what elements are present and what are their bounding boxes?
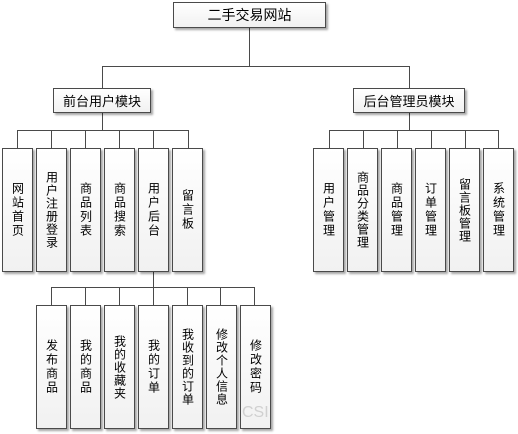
back-item-label: 商品分类管理: [355, 171, 370, 249]
front-item-product-search: 商品搜索: [104, 148, 135, 272]
ub-item-label: 修改个人信息: [214, 328, 229, 406]
front-item-label: 留言板: [180, 189, 195, 231]
ub-item-label: 我收到的订单: [180, 328, 195, 406]
back-item-label: 订单管理: [423, 182, 438, 238]
back-item-user-management: 用户管理: [313, 148, 344, 272]
front-item-label: 商品搜索: [112, 182, 127, 238]
back-item-label: 商品管理: [389, 182, 404, 238]
front-item-home: 网站首页: [2, 148, 33, 272]
back-item-message-management: 留言板管理: [449, 148, 480, 272]
watermark-text: CSI: [242, 404, 269, 421]
ub-item-edit-profile: 修改个人信息: [206, 305, 237, 429]
front-item-label: 用户后台: [146, 182, 161, 238]
ub-item-my-products: 我的商品: [70, 305, 101, 429]
ub-item-my-favorites: 我的收藏夹: [104, 305, 135, 429]
ub-item-received-orders: 我收到的订单: [172, 305, 203, 429]
front-item-register-login: 用户注册登录: [36, 148, 67, 272]
front-item-message-board: 留言板: [172, 148, 203, 272]
front-item-user-backend: 用户后台: [138, 148, 169, 272]
back-item-system-management: 系统管理: [483, 148, 514, 272]
back-module-node: 后台管理员模块: [353, 88, 465, 113]
ub-item-label: 我的订单: [146, 339, 161, 395]
root-label: 二手交易网站: [207, 8, 292, 24]
back-item-label: 系统管理: [491, 182, 506, 238]
back-item-product-management: 商品管理: [381, 148, 412, 272]
front-item-product-list: 商品列表: [70, 148, 101, 272]
ub-item-label: 修改密码: [248, 339, 263, 395]
front-module-label: 前台用户模块: [62, 95, 141, 110]
front-item-label: 用户注册登录: [44, 171, 59, 249]
ub-item-label: 我的商品: [78, 339, 93, 395]
ub-item-label: 我的收藏夹: [112, 334, 127, 400]
ub-item-my-orders: 我的订单: [138, 305, 169, 429]
ub-item-change-password: 修改密码: [240, 305, 271, 429]
front-item-label: 商品列表: [78, 182, 93, 238]
root-node: 二手交易网站: [173, 2, 326, 28]
back-item-label: 留言板管理: [457, 177, 472, 243]
back-item-label: 用户管理: [321, 182, 336, 238]
ub-item-publish-product: 发布商品: [36, 305, 67, 429]
ub-item-label: 发布商品: [44, 339, 59, 395]
back-item-order-management: 订单管理: [415, 148, 446, 272]
back-module-label: 后台管理员模块: [363, 95, 455, 110]
back-item-category-management: 商品分类管理: [347, 148, 378, 272]
front-module-node: 前台用户模块: [53, 88, 151, 113]
front-item-label: 网站首页: [10, 182, 25, 238]
